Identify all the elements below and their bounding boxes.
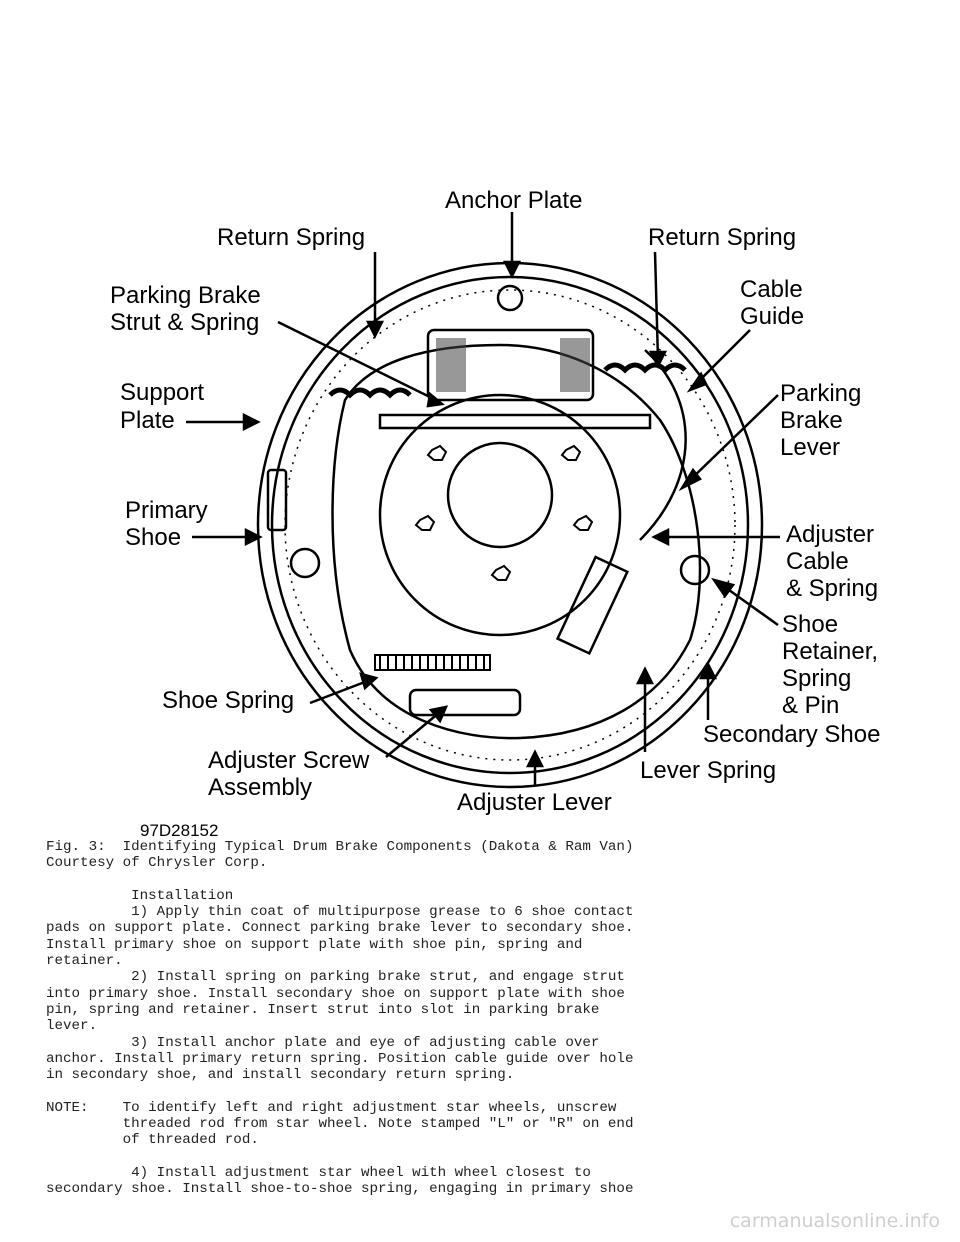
text-line: Installation — [46, 887, 234, 904]
text-line — [46, 1083, 946, 1099]
adjuster-spring — [555, 555, 629, 656]
text-line: 3) Install anchor plate and eye of adjus… — [46, 1034, 600, 1051]
shoe-retainer-left — [289, 547, 321, 579]
drum-inner-ring — [270, 275, 750, 775]
text-line: 4) Install adjustment star wheel with wh… — [46, 1164, 591, 1181]
label-primary-shoe-2: Shoe — [125, 524, 181, 551]
text-line: NOTE: To identify left and right adjustm… — [46, 1099, 617, 1116]
installation-text: Fig. 3: Identifying Typical Drum Brake C… — [46, 839, 946, 1198]
label-parking-brake-lever-3: Lever — [780, 434, 840, 461]
label-adjuster-screw-2: Assembly — [208, 774, 312, 801]
label-anchor-plate: Anchor Plate — [445, 187, 582, 214]
label-cable-guide-2: Guide — [740, 303, 804, 330]
adjuster-cable — [639, 349, 687, 541]
text-line: pads on support plate. Connect parking b… — [46, 920, 634, 937]
text-line — [46, 872, 946, 888]
support-plate-outline — [331, 343, 702, 740]
label-adjuster-lever: Adjuster Lever — [457, 789, 612, 816]
text-line: threaded rod from star wheel. Note stamp… — [46, 1116, 634, 1133]
label-adjuster-cable-1: Adjuster — [786, 521, 874, 548]
parking-brake-strut — [378, 413, 652, 430]
text-line: 2) Install spring on parking brake strut… — [46, 969, 625, 986]
text-line: Courtesy of Chrysler Corp. — [46, 855, 268, 872]
text-line: retainer. — [46, 953, 123, 970]
anchor-pin — [496, 284, 524, 312]
shoe-spring — [374, 654, 491, 671]
label-parking-brake-lever-2: Brake — [780, 407, 843, 434]
text-line: into primary shoe. Install secondary sho… — [46, 985, 625, 1002]
label-shoe-retainer-3: Spring — [782, 665, 851, 692]
hub-center — [446, 441, 554, 549]
text-line: lever. — [46, 1018, 98, 1035]
label-shoe-retainer-2: Retainer, — [782, 638, 878, 665]
hub-bolts — [414, 444, 594, 581]
wheel-cylinder — [426, 328, 595, 402]
text-line: Fig. 3: Identifying Typical Drum Brake C… — [46, 839, 634, 855]
label-primary-shoe-1: Primary — [125, 497, 208, 524]
figure-code: 97D28152 — [140, 821, 218, 840]
text-line: in secondary shoe, and install secondary… — [46, 1067, 515, 1084]
text-line: secondary shoe. Install shoe-to-shoe spr… — [46, 1181, 634, 1198]
adjuster-screw — [408, 688, 522, 717]
text-line: of threaded rod. — [46, 1132, 259, 1149]
label-parking-brake-strut-2: Strut & Spring — [110, 309, 259, 336]
label-support-plate-1: Support — [120, 379, 204, 406]
label-shoe-retainer-1: Shoe — [782, 611, 838, 638]
label-adjuster-screw-1: Adjuster Screw — [208, 747, 370, 774]
return-spring-left — [328, 387, 412, 399]
label-return-spring-left: Return Spring — [217, 224, 365, 251]
label-adjuster-cable-2: Cable — [786, 548, 849, 575]
label-support-plate-2: Plate — [120, 407, 175, 434]
watermark: carmanualsonline.info — [729, 1210, 940, 1232]
shoe-retainer-right — [679, 554, 711, 586]
hub-flange — [378, 393, 622, 637]
label-parking-brake-strut-1: Parking Brake — [110, 282, 261, 309]
label-return-spring-right: Return Spring — [648, 224, 796, 251]
label-shoe-retainer-4: & Pin — [782, 692, 839, 719]
label-lever-spring: Lever Spring — [640, 757, 776, 784]
label-parking-brake-lever-1: Parking — [780, 380, 861, 407]
return-spring-right — [603, 362, 687, 374]
text-line: 1) Apply thin coat of multipurpose greas… — [46, 904, 634, 921]
label-adjuster-cable-3: & Spring — [786, 575, 878, 602]
text-line: Install primary shoe on support plate wi… — [46, 936, 583, 953]
text-line — [46, 1149, 946, 1165]
text-line: anchor. Install primary return spring. P… — [46, 1050, 634, 1067]
label-shoe-spring: Shoe Spring — [162, 687, 294, 714]
label-secondary-shoe: Secondary Shoe — [703, 721, 880, 748]
drum-brake-diagram: Anchor Plate Return Spring Return Spring… — [110, 187, 880, 840]
label-cable-guide-1: Cable — [740, 276, 803, 303]
text-line: pin, spring and retainer. Insert strut i… — [46, 1001, 600, 1018]
